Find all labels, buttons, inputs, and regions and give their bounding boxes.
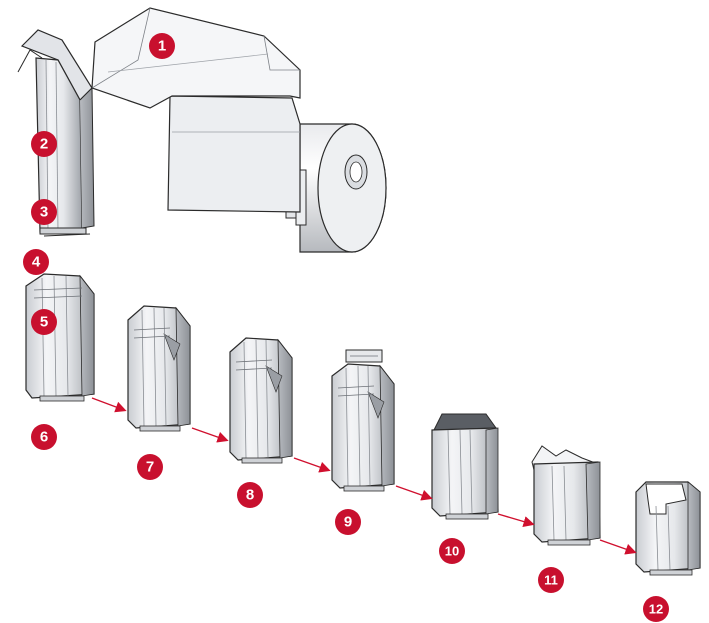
step-badge-11: 11 [538,567,564,593]
bag-stage-6 [127,305,191,432]
svg-text:5: 5 [40,314,48,331]
svg-text:1: 1 [158,38,166,55]
svg-text:11: 11 [544,573,558,588]
bag-stage-8 [331,349,395,492]
film-forming-machine [17,7,387,253]
arrow-10-to-11 [497,513,535,528]
step-badges: 1 2 3 4 5 6 7 8 [23,33,669,622]
step-badge-8: 8 [237,482,263,508]
svg-text:12: 12 [649,602,663,617]
step-badge-7: 7 [137,454,163,480]
bag-stage-7 [229,337,293,464]
svg-text:8: 8 [246,487,254,504]
bag-stage-9 [431,413,499,520]
bag-stage-10 [531,445,601,546]
svg-text:6: 6 [40,429,48,446]
step-badge-4: 4 [23,249,49,275]
film-vertical-panel [167,95,301,213]
step-badge-9: 9 [335,509,361,535]
svg-text:10: 10 [445,544,459,559]
step-badge-6: 6 [31,424,57,450]
svg-text:7: 7 [146,459,154,476]
svg-text:4: 4 [32,254,41,271]
step-badge-2: 2 [31,131,57,157]
svg-text:3: 3 [40,204,48,221]
arrow-7-to-8 [191,427,229,443]
film-roll [299,123,387,253]
bag-stage-5 [25,273,95,402]
step-badge-12: 12 [643,596,669,622]
step-badge-10: 10 [439,538,465,564]
arrow-11-to-12 [599,539,637,555]
arrow-8-to-9 [293,457,331,473]
process-arrows [91,397,637,555]
arrow-9-to-10 [395,485,433,501]
film-top-web [91,7,301,109]
step-badge-1: 1 [149,33,175,59]
svg-text:2: 2 [40,136,48,153]
svg-text:9: 9 [344,514,352,531]
step-badge-5: 5 [31,309,57,335]
arrow-6-to-7 [91,397,127,413]
step-badge-3: 3 [31,199,57,225]
bag-stage-11 [635,481,701,576]
